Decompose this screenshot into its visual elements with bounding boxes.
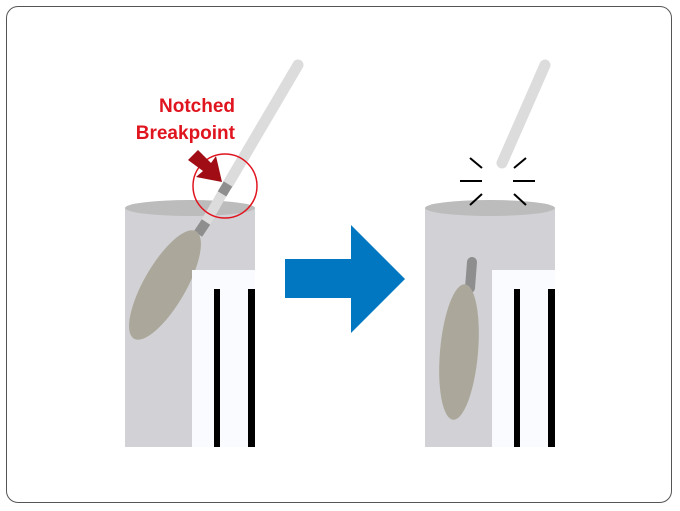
breakpoint-highlight-circle xyxy=(192,153,258,219)
annotation-line1: Notched xyxy=(159,96,235,117)
right-arrow-icon xyxy=(285,225,405,333)
swab-before xyxy=(129,59,304,340)
break-burst-icon xyxy=(460,157,535,206)
broken-shaft xyxy=(496,59,551,169)
label-after xyxy=(492,270,555,447)
diagram-frame xyxy=(6,6,672,503)
swab-after xyxy=(439,257,479,420)
annotation-line2: Breakpoint xyxy=(136,123,236,144)
pointer-arrow-icon xyxy=(188,150,222,182)
label-before xyxy=(192,270,255,447)
